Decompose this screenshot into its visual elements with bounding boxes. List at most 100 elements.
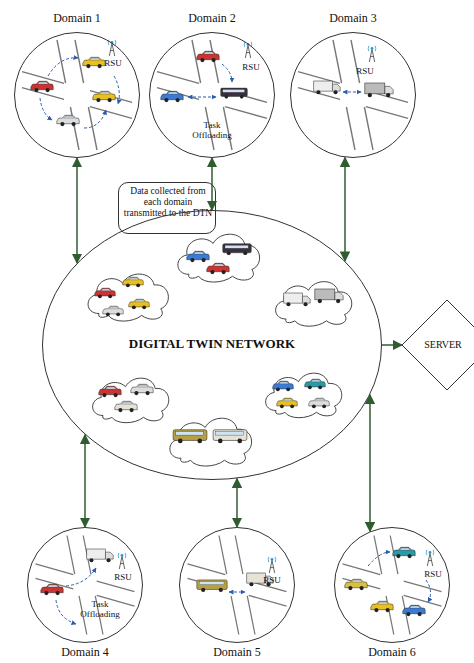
- car-icon: [131, 384, 153, 395]
- node-title: Data collected from each domain transmit…: [122, 186, 214, 219]
- node-label: Task Offloading: [187, 120, 237, 141]
- dashed-arrow: [343, 92, 361, 93]
- car-icon: [129, 299, 150, 309]
- server-diamond: SERVER: [402, 300, 474, 390]
- dashed-arrow: [66, 568, 96, 586]
- node-title: Domain 6: [334, 646, 450, 660]
- network-ellipse: DIGITAL TWIN NETWORK: [42, 210, 382, 480]
- rsu-icon: [268, 557, 276, 573]
- twin-cloud: [93, 378, 169, 423]
- car-icon: [41, 584, 63, 595]
- node-title: Domain 3: [290, 12, 416, 26]
- car-icon: [273, 381, 294, 391]
- car-icon: [103, 306, 124, 316]
- dashed-arrow: [40, 98, 52, 120]
- car-icon: [277, 398, 298, 408]
- car-icon: [403, 605, 425, 616]
- dashed-arrow: [188, 97, 216, 98]
- connector-arrow: [84, 435, 86, 527]
- network-ellipse-shape: [43, 211, 382, 480]
- domain-circle-shape: [150, 33, 275, 158]
- domain-circle: Domain 3 RSU: [290, 8, 416, 160]
- rsu-icon: [108, 40, 116, 56]
- car-icon: [371, 601, 393, 612]
- car-icon: [31, 81, 53, 92]
- dashed-arrow: [114, 76, 119, 104]
- car-icon: [123, 277, 144, 287]
- dashed-arrow: [426, 580, 431, 602]
- connector-arrow: [236, 479, 238, 527]
- connector-arrow: [369, 395, 371, 532]
- domain-circle-shape: [28, 528, 143, 643]
- node-title: SERVER: [408, 339, 474, 351]
- rsu-icon: [118, 553, 126, 569]
- domain-circle-outline: [290, 32, 416, 158]
- node-label: RSU: [110, 572, 136, 582]
- dashed-arrow: [222, 64, 232, 82]
- twin-cloud: [178, 234, 260, 282]
- domain-circle: Domain 4RSUTask Offloading: [27, 527, 143, 663]
- car-icon: [305, 379, 326, 389]
- node-title: Domain 2: [149, 12, 275, 26]
- bus-icon: [213, 430, 247, 443]
- connector-arrow: [211, 158, 213, 210]
- dashed-arrow: [368, 552, 390, 566]
- crossroad: [343, 536, 442, 635]
- crossroad: [36, 536, 135, 635]
- domain-circle: Domain 1 RSU: [14, 8, 140, 160]
- truck-icon: [314, 81, 340, 94]
- domain-circle-shape: [291, 33, 416, 158]
- car-icon: [93, 91, 115, 102]
- domain-circle-outline: [334, 527, 450, 643]
- car-icon: [309, 398, 330, 408]
- car-icon: [393, 547, 415, 558]
- domain-circle-shape: [335, 528, 450, 643]
- domain-circle-outline: [27, 527, 143, 643]
- car-icon: [99, 386, 121, 397]
- twin-cloud: [88, 274, 168, 321]
- truck-icon: [284, 293, 310, 306]
- domain-circle-shape: [180, 528, 295, 643]
- connector-arrow: [76, 158, 78, 263]
- server-diamond-shape: [402, 300, 474, 390]
- car-icon: [161, 91, 183, 102]
- domain-circle-outline: [14, 32, 140, 158]
- truck-icon: [315, 289, 343, 303]
- crossroad: [298, 40, 408, 150]
- node-label: RSU: [352, 66, 378, 76]
- car-icon: [207, 263, 229, 274]
- node-title: DIGITAL TWIN NETWORK: [42, 337, 382, 352]
- crossroad: [157, 40, 267, 150]
- car-icon: [197, 51, 219, 62]
- node-label: RSU: [238, 62, 264, 72]
- domain-circle-shape: [15, 33, 140, 158]
- truck-icon: [87, 549, 113, 562]
- truck-icon: [365, 83, 393, 97]
- dashed-arrow: [84, 110, 106, 128]
- dashed-arrow: [48, 58, 78, 76]
- dashed-arrow: [229, 592, 245, 593]
- car-icon: [187, 251, 209, 262]
- car-icon: [57, 115, 79, 126]
- twin-cloud: [276, 282, 352, 327]
- connector-arrow: [382, 344, 402, 346]
- crossroad: [188, 536, 287, 635]
- bus-icon: [173, 430, 207, 443]
- twin-cloud: [266, 373, 342, 418]
- node-title: Domain 5: [179, 646, 295, 660]
- connector-arrow: [344, 157, 346, 260]
- rsu-icon: [426, 550, 434, 566]
- node-label: RSU: [100, 58, 126, 68]
- bus-icon: [221, 88, 248, 99]
- node-label: Task Offloading: [75, 599, 125, 620]
- domain-circle: Domain 5RSU: [179, 527, 295, 663]
- node-title: Domain 1: [14, 12, 140, 26]
- car-icon: [115, 401, 137, 412]
- node-label: RSU: [420, 569, 446, 579]
- domain-circle: Domain 2 RSU Task Offloading: [149, 8, 275, 160]
- car-icon: [345, 579, 367, 590]
- car-icon: [83, 57, 105, 68]
